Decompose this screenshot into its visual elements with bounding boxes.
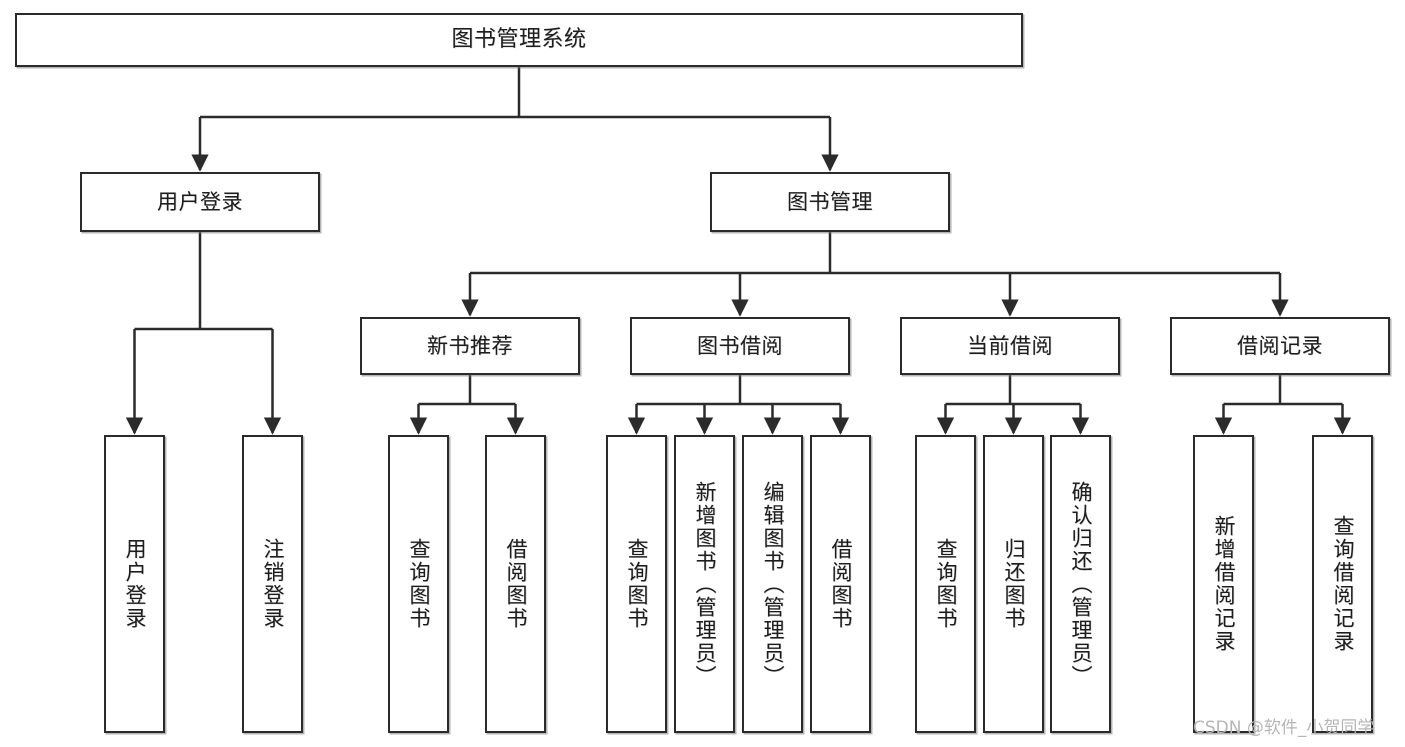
node-label: 借阅图书: [829, 538, 853, 630]
node-label: 当前借阅: [967, 333, 1053, 358]
leaf-user-login[interactable]: 用户登录: [104, 435, 165, 733]
node-borrow-record[interactable]: 借阅记录: [1170, 317, 1390, 375]
node-label: 查询图书: [625, 538, 649, 630]
leaf-borrow-query-book[interactable]: 查询图书: [606, 435, 667, 733]
leaf-new-borrow-book[interactable]: 借阅图书: [485, 435, 546, 733]
leaf-user-logout[interactable]: 注销登录: [242, 435, 303, 733]
leaf-current-confirm-return[interactable]: 确认归还（管理员）: [1050, 435, 1111, 733]
node-label: 图书管理: [787, 189, 873, 214]
node-label: 借阅图书: [504, 538, 528, 630]
node-label: 新书推荐: [427, 333, 513, 358]
leaf-borrow-edit-book[interactable]: 编辑图书（管理员）: [742, 435, 803, 733]
leaf-current-return-book[interactable]: 归还图书: [983, 435, 1044, 733]
node-label: 查询图书: [934, 538, 958, 630]
node-label: 归还图书: [1002, 538, 1026, 630]
node-user-login[interactable]: 用户登录: [80, 172, 320, 232]
leaf-borrow-add-book[interactable]: 新增图书（管理员）: [674, 435, 735, 733]
node-label: 确认归还（管理员）: [1069, 480, 1093, 688]
node-label: 用户登录: [157, 189, 243, 214]
node-root[interactable]: 图书管理系统: [15, 13, 1023, 67]
node-label: 编辑图书（管理员）: [761, 480, 785, 688]
node-label: 新增图书（管理员）: [693, 480, 717, 688]
node-label: 图书管理系统: [451, 27, 587, 53]
node-book-borrow[interactable]: 图书借阅: [630, 317, 850, 375]
node-current-borrow[interactable]: 当前借阅: [900, 317, 1120, 375]
node-label: 用户登录: [123, 538, 147, 630]
leaf-record-query[interactable]: 查询借阅记录: [1312, 435, 1373, 733]
node-label: 借阅记录: [1237, 333, 1323, 358]
leaf-current-query-book[interactable]: 查询图书: [915, 435, 976, 733]
node-label: 注销登录: [261, 538, 285, 630]
leaf-record-add[interactable]: 新增借阅记录: [1193, 435, 1254, 733]
watermark-text: CSDN @软件_小贺同学: [1193, 718, 1375, 738]
node-new-book-recommend[interactable]: 新书推荐: [360, 317, 580, 375]
node-label: 新增借阅记录: [1212, 515, 1236, 653]
node-label: 查询借阅记录: [1331, 515, 1355, 653]
node-label: 查询图书: [407, 538, 431, 630]
node-book-management[interactable]: 图书管理: [710, 172, 950, 232]
leaf-new-query-book[interactable]: 查询图书: [388, 435, 449, 733]
leaf-borrow-lend-book[interactable]: 借阅图书: [810, 435, 871, 733]
node-label: 图书借阅: [697, 333, 783, 358]
